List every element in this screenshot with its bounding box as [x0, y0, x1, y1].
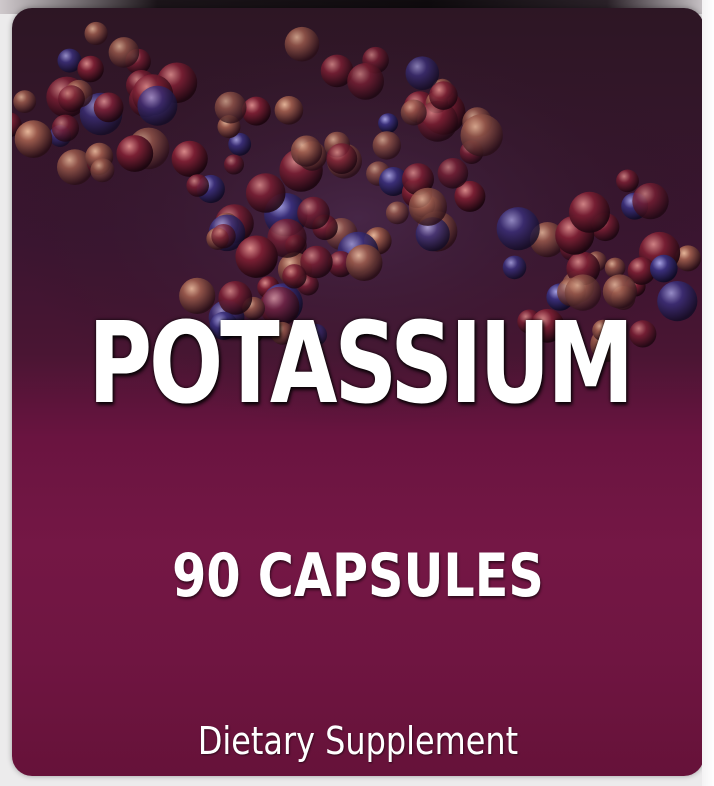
molecule-atom: [241, 96, 271, 126]
molecule-atom: [400, 99, 427, 126]
molecule-atom: [405, 56, 440, 90]
molecule-atom: [347, 63, 384, 100]
molecule-atom: [437, 158, 469, 189]
molecule-atom: [675, 245, 701, 272]
molecule-atom: [209, 311, 238, 340]
molecule-atom: [14, 120, 53, 158]
molecule-atom: [224, 154, 244, 175]
molecule-atom: [77, 55, 104, 83]
molecule-atom: [372, 131, 401, 160]
molecule-atom: [629, 320, 657, 348]
molecule-atom: [51, 114, 79, 142]
molecule-atom: [429, 81, 458, 110]
molecule-atom: [650, 254, 678, 283]
molecule-atom: [243, 323, 263, 344]
molecule-atom: [214, 91, 247, 124]
molecule-atom: [186, 174, 209, 197]
molecule-atom: [408, 187, 447, 226]
molecule-cluster-illustration: [12, 8, 704, 428]
molecule-atom: [274, 96, 304, 125]
molecule-atom: [632, 182, 669, 220]
molecule-atom: [460, 114, 503, 157]
supplement-label: POTASSIUM 90 CAPSULES Dietary Supplement: [12, 8, 704, 776]
molecule-atom: [245, 173, 286, 213]
molecule-atom: [305, 323, 328, 346]
molecule-atom: [326, 143, 358, 175]
molecule-atom: [496, 207, 540, 251]
molecule-atom: [228, 132, 252, 156]
molecule-atom: [259, 286, 300, 327]
molecule-atom: [13, 90, 37, 113]
molecule-atom: [211, 224, 236, 249]
product-category: Dietary Supplement: [197, 719, 519, 763]
molecule-atom: [218, 281, 253, 315]
molecule-atom: [592, 319, 614, 342]
molecule-atom: [270, 321, 294, 345]
capsule-count: 90 CAPSULES: [172, 541, 544, 611]
molecule-atom: [564, 274, 602, 311]
molecule-atom: [57, 48, 82, 73]
molecule-atom: [502, 255, 527, 280]
molecule-atom: [345, 244, 383, 281]
molecule-atom: [179, 277, 216, 314]
molecule-atom: [616, 169, 639, 193]
molecule-atom: [116, 135, 154, 172]
molecule-atom: [284, 26, 320, 62]
molecule-atom: [415, 217, 450, 252]
background-edge: [702, 0, 714, 786]
molecule-atom: [84, 21, 108, 46]
molecule-atom: [300, 245, 333, 279]
molecule-atom: [137, 85, 178, 126]
molecule-atom: [604, 257, 626, 279]
molecule-atom: [378, 167, 408, 196]
molecule-atom: [530, 308, 565, 343]
molecule-atom: [454, 180, 486, 212]
molecule-atom: [602, 274, 638, 309]
molecule-atom: [297, 196, 330, 230]
molecule-atom: [402, 163, 434, 196]
molecule-atom: [58, 85, 85, 113]
molecule-atom: [378, 113, 399, 134]
molecule-atom: [267, 218, 307, 258]
molecule-atom: [657, 281, 698, 322]
molecule-atom: [290, 135, 323, 167]
product-name: POTASSIUM: [88, 299, 634, 429]
molecule-atom: [627, 257, 656, 285]
molecule-atom: [569, 191, 610, 233]
molecule-atom: [93, 92, 124, 123]
molecule-atom: [57, 149, 93, 186]
molecule-atom: [108, 37, 140, 68]
molecule-atom: [417, 100, 458, 142]
molecule-atom: [385, 201, 409, 225]
molecule-atom: [171, 140, 208, 177]
molecule-atom: [282, 264, 307, 289]
molecule-atom: [235, 235, 278, 278]
molecule-atom: [320, 54, 354, 88]
molecule-atom: [90, 158, 115, 183]
